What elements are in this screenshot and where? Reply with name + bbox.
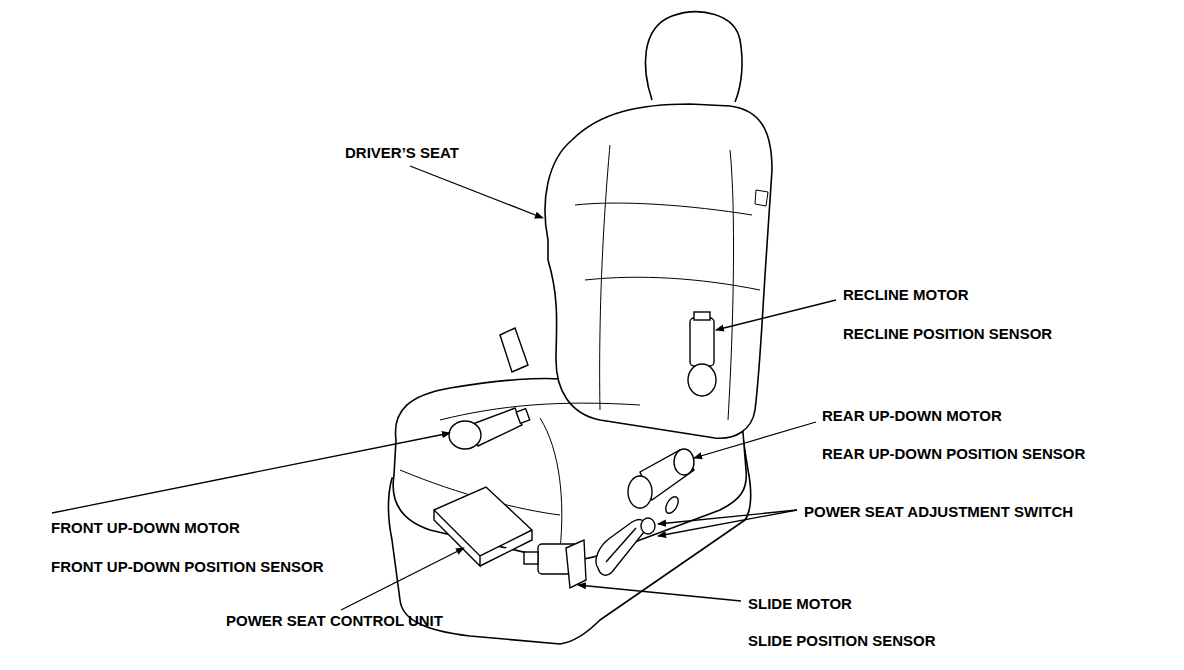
belt-buckle xyxy=(500,328,528,372)
part-label: DRIVER’S SEAT xyxy=(345,144,459,162)
control-unit xyxy=(434,487,532,566)
part-label: FRONT UP-DOWN MOTOR xyxy=(51,519,240,537)
headrest xyxy=(645,12,742,102)
part-label: RECLINE POSITION SENSOR xyxy=(843,325,1052,343)
slide-motor xyxy=(524,540,586,588)
front-up-down-motor xyxy=(449,408,530,449)
part-label: POWER SEAT CONTROL UNIT xyxy=(226,612,443,630)
seat-backrest xyxy=(545,104,772,438)
part-label: POWER SEAT ADJUSTMENT SWITCH xyxy=(804,503,1073,521)
rear-up-down-motor xyxy=(628,449,694,508)
leader-lines xyxy=(52,166,836,610)
recline-motor xyxy=(688,312,716,396)
part-label: SLIDE POSITION SENSOR xyxy=(748,632,936,650)
part-label: SLIDE MOTOR xyxy=(748,595,852,613)
seat-outline xyxy=(388,12,772,644)
part-label: REAR UP-DOWN POSITION SENSOR xyxy=(822,445,1085,463)
part-label: RECLINE MOTOR xyxy=(843,286,969,304)
seat-seams xyxy=(400,145,768,550)
adjustment-switch xyxy=(596,495,681,576)
part-label: FRONT UP-DOWN POSITION SENSOR xyxy=(51,558,324,576)
part-label: REAR UP-DOWN MOTOR xyxy=(822,407,1002,425)
